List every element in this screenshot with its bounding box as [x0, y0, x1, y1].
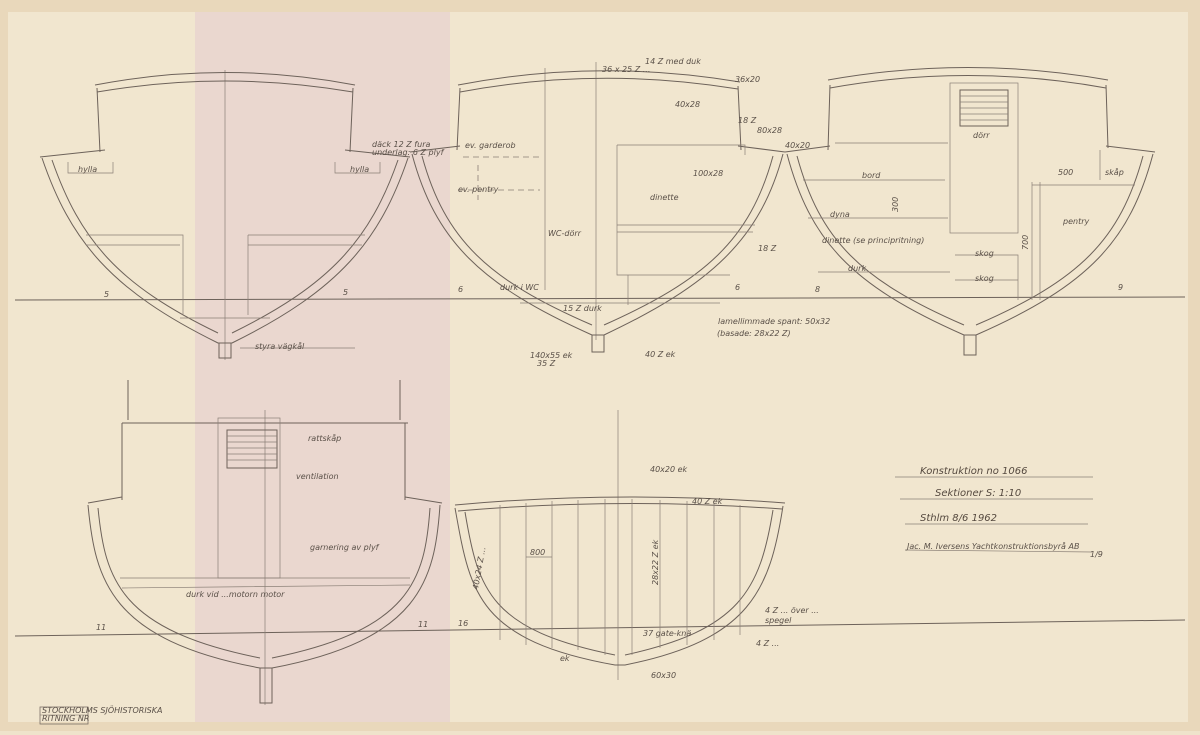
label-cupboard: skåp: [1105, 167, 1124, 177]
sheet-number: 1/9: [1090, 550, 1103, 559]
label-keel: styra vägkål: [255, 341, 305, 351]
label: 37 gate-knä: [643, 629, 691, 638]
frame-number: 6: [735, 283, 740, 292]
label: 40x28: [675, 100, 700, 109]
label: ek: [560, 654, 570, 663]
label: 60x30: [651, 671, 676, 680]
frame-number: 16: [458, 619, 468, 628]
label: spegel: [765, 616, 792, 625]
label: 40x20 ek: [650, 465, 688, 474]
stamp-line-1: STOCKHOLMS SJÖHISTORISKA: [42, 705, 162, 715]
label: 35 Z: [537, 359, 556, 368]
label: 4 Z ...: [756, 639, 779, 648]
dim-300: 300: [891, 197, 900, 212]
label-underlay: underlag: 6 Z plyf: [372, 148, 445, 157]
label: 80x28: [757, 126, 782, 135]
dim-800: 800: [530, 548, 545, 557]
label: 18 Z: [758, 244, 777, 253]
label-ventilation: ventilation: [296, 472, 339, 481]
label-wc-door: WC-dörr: [548, 229, 582, 238]
label-pentry: pentry: [1062, 217, 1089, 226]
label: 140x55 ek: [530, 351, 573, 360]
label-floor: durk: [848, 264, 866, 273]
dim-500: 500: [1058, 168, 1073, 177]
label-cushion: dyna: [830, 210, 850, 219]
label: 100x28: [693, 169, 723, 178]
paper: [8, 12, 1188, 722]
label: 14 Z med duk: [645, 57, 701, 66]
label: 15 Z durk: [563, 304, 602, 313]
section-2: 14 Z med duk 36 x 25 Z ... 36x20 40x28 1…: [409, 57, 830, 368]
place-date: Sthlm 8/6 1962: [920, 513, 997, 524]
section-4: rattskåp ventilation garnering av plyf d…: [87, 380, 443, 705]
label-lining: garnering av plyf: [310, 543, 380, 552]
label-floor-motor: durk vid ...motorn motor: [186, 590, 285, 599]
frame-number: 5: [343, 288, 348, 297]
label-wardrobe: ev. garderob: [465, 141, 516, 150]
label-pentry: ev. pentry: [458, 185, 499, 194]
frame-number: 8: [815, 285, 820, 294]
waterline-top: [14, 296, 1186, 301]
label: 18 Z: [738, 116, 757, 125]
label-table: bord: [862, 171, 881, 180]
construction-number: Konstruktion no 1066: [920, 466, 1027, 477]
label-dinette: dinette (se principritning): [822, 236, 924, 245]
label: 36x20: [735, 75, 760, 84]
label: skog: [975, 274, 994, 283]
label: 40 Z ek: [692, 497, 723, 506]
label-frames-base: (basade: 28x22 Z): [717, 329, 791, 338]
frame-number: 11: [418, 620, 428, 629]
label-wheel-cabinet: rattskåp: [308, 433, 341, 443]
company: Jac. M. Iversens Yachtkonstruktionsbyrå …: [905, 541, 1079, 551]
label: durk i WC: [500, 283, 539, 292]
frame-number: 9: [1118, 283, 1123, 292]
frame-number: 5: [104, 290, 109, 299]
waterline-bottom: [14, 619, 1186, 637]
frame-number: 11: [96, 623, 106, 632]
section-1: hylla hylla styra vägkål däck 12 Z fura …: [39, 70, 445, 360]
pink-band: [195, 12, 450, 722]
stamp-line-2: RITNING NR: [42, 714, 89, 723]
dim-700: 700: [1021, 235, 1030, 250]
label: 4 Z ... över ...: [765, 606, 819, 615]
label-dinette: dinette: [650, 193, 679, 202]
section-3: bord 300 dyna durk dinette (se principri…: [784, 67, 1156, 356]
label-hylla-left: hylla: [78, 165, 97, 174]
title-block: Konstruktion no 1066 Sektioner S: 1:10 S…: [895, 466, 1103, 559]
label-hylla-right: hylla: [350, 165, 369, 174]
label-door: dörr: [973, 131, 990, 140]
label: 36 x 25 Z ...: [602, 65, 650, 74]
label: 40x20: [785, 141, 810, 150]
label-deck: däck 12 Z fura: [372, 140, 430, 149]
drawing-subject: Sektioner S: 1:10: [935, 488, 1021, 499]
frame-number: 6: [458, 285, 463, 294]
archive-stamp: STOCKHOLMS SJÖHISTORISKA RITNING NR: [39, 705, 162, 725]
label: 28x22 Z ek: [651, 539, 660, 585]
label-frames: lamellimmade spant: 50x32: [718, 317, 830, 326]
label: 40 Z ek: [645, 350, 676, 359]
label: skog: [975, 249, 994, 258]
